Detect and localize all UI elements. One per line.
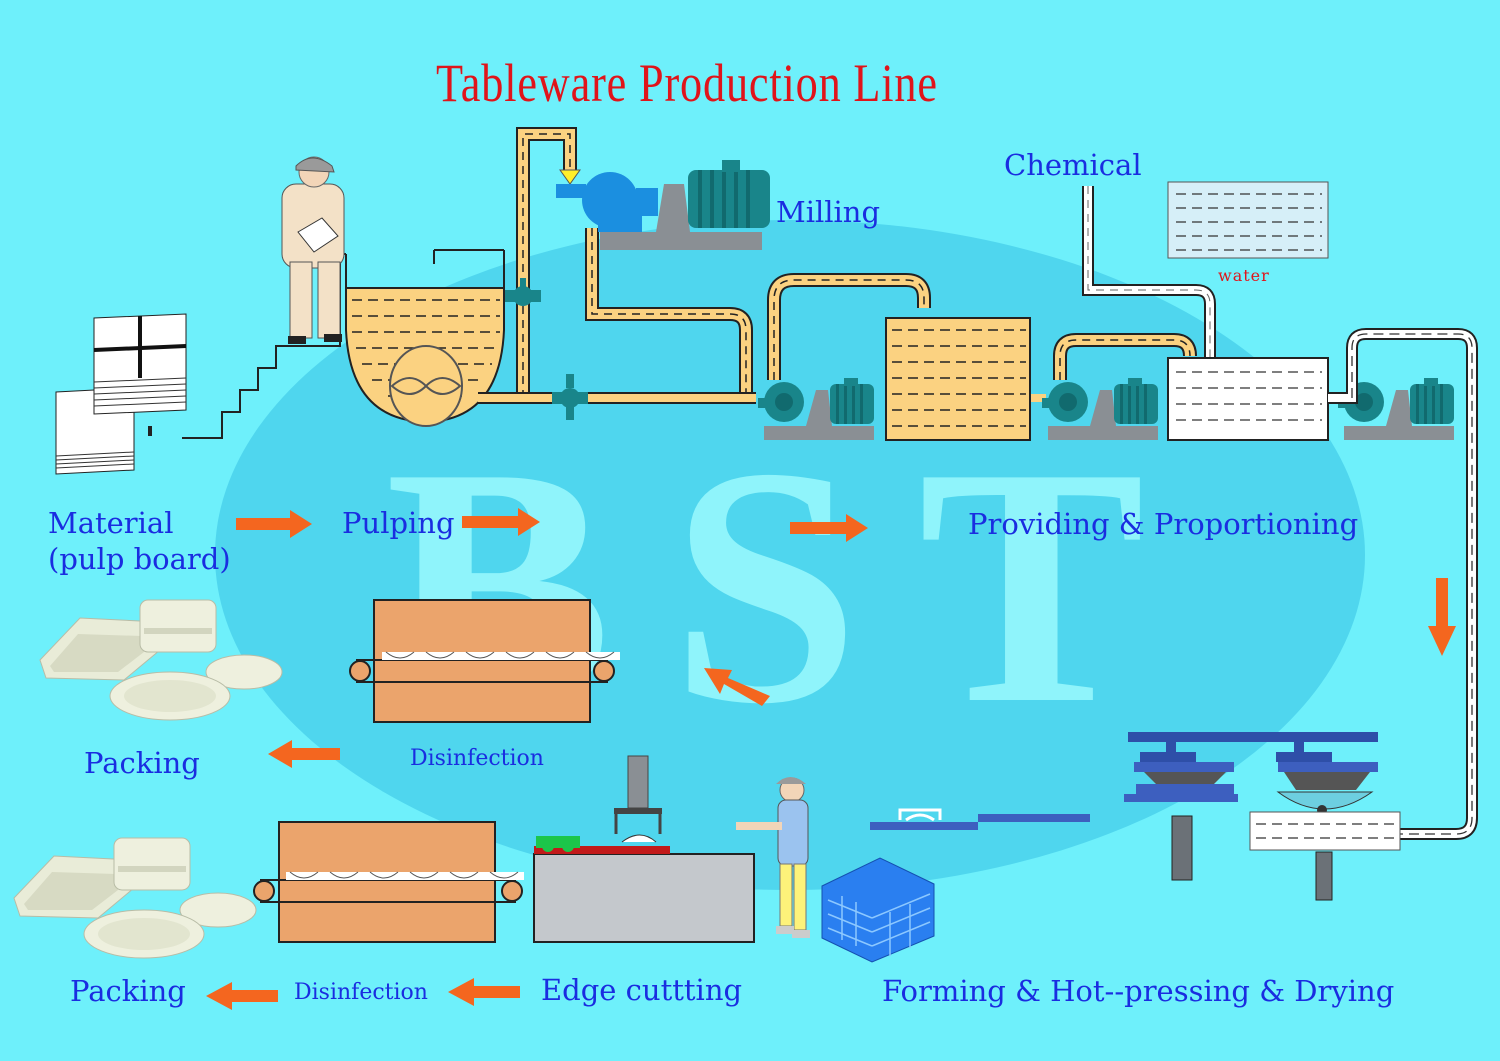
arrow-upleft-icon [704, 668, 770, 706]
chemical-pipe [1082, 186, 1216, 358]
crate-icon [821, 857, 935, 963]
worker-icon [281, 156, 345, 344]
valve-icon [505, 278, 588, 420]
packing-label-top: Packing [84, 746, 200, 780]
water-label: water [1218, 266, 1270, 285]
arrow-left-icon [206, 982, 278, 1010]
proportion-tank [1167, 357, 1329, 441]
pulping-label: Pulping [342, 506, 455, 540]
worker-icon [736, 777, 810, 938]
edge-cutting-machine [533, 755, 755, 943]
packing-label-bottom: Packing [70, 974, 186, 1008]
pulp-board-stack-icon [55, 313, 187, 475]
tableware-icon [13, 837, 257, 959]
milling-label: Milling [776, 195, 881, 229]
arrow-down-icon [1428, 578, 1456, 656]
arrow-right-icon [790, 514, 868, 542]
press-icon [870, 732, 1401, 901]
disinfection-oven-top [349, 599, 620, 723]
stairs [182, 253, 346, 439]
page-title: Tableware Production Line [436, 53, 938, 113]
providing-label: Providing & Proportioning [968, 507, 1359, 541]
arrow-left-icon [268, 740, 340, 768]
edge-cutting-label: Edge cuttting [541, 973, 743, 1007]
flow-arrows [206, 508, 1456, 1010]
slurry-pipe [1328, 328, 1478, 840]
water-tank [1167, 181, 1329, 259]
material-label: Material (pulp board) [48, 505, 231, 577]
forming-label: Forming & Hot--pressing & Drying [882, 974, 1395, 1008]
pulp-pipes [478, 127, 1197, 404]
pulping-tank [345, 249, 505, 427]
material-label-line1: Material [48, 506, 174, 540]
disinfection-label-top: Disinfection [410, 746, 544, 771]
chemical-label: Chemical [1004, 148, 1142, 182]
milling-machine [556, 160, 770, 250]
storage-tank [885, 317, 1031, 441]
disinfection-oven-bottom [253, 821, 524, 943]
arrow-right-icon [462, 508, 540, 536]
arrow-left-icon [448, 978, 520, 1006]
arrow-right-icon [236, 510, 312, 538]
disinfection-label-bottom: Disinfection [294, 980, 428, 1005]
material-label-line2: (pulp board) [48, 542, 231, 576]
